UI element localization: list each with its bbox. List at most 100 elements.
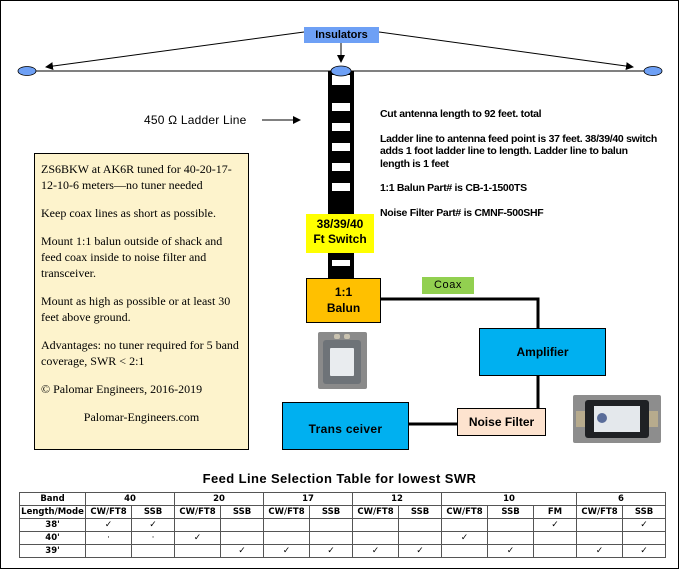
mode-header: CW/FT8 bbox=[441, 505, 488, 519]
table-cell bbox=[398, 518, 442, 532]
balun-label-line2: Balun bbox=[326, 301, 361, 315]
table-cell bbox=[533, 531, 577, 545]
mode-header: CW/FT8 bbox=[85, 505, 132, 519]
mode-header: SSB bbox=[309, 505, 353, 519]
table-row: 38'✓✓✓✓ bbox=[19, 518, 666, 532]
transceiver-box: Trans ceiver bbox=[282, 402, 409, 450]
switch-label-line2: Ft Switch bbox=[313, 232, 367, 246]
table-cell bbox=[441, 544, 488, 558]
balun-box: 1:1 Balun bbox=[306, 278, 381, 323]
table-cell bbox=[352, 518, 399, 532]
band-12-header: 12 bbox=[352, 492, 442, 506]
length-mode-header: Length/Mode bbox=[19, 505, 86, 519]
table-row: 40'··✓✓ bbox=[19, 531, 666, 545]
insulator-left bbox=[17, 66, 37, 76]
note-antenna-length: Cut antenna length to 92 feet. total bbox=[380, 108, 542, 120]
insulator-arrow-left bbox=[45, 31, 305, 71]
mode-header: CW/FT8 bbox=[352, 505, 399, 519]
note-balun-part: 1:1 Balun Part# is CB-1-1500TS bbox=[380, 182, 527, 194]
table-cell bbox=[487, 518, 534, 532]
table-cell bbox=[576, 518, 623, 532]
balun-label-line1: 1:1 bbox=[334, 285, 353, 299]
mode-header: CW/FT8 bbox=[576, 505, 623, 519]
amplifier-box: Amplifier bbox=[479, 328, 606, 376]
mode-header: SSB bbox=[131, 505, 175, 519]
table-title: Feed Line Selection Table for lowest SWR bbox=[202, 471, 477, 486]
mode-header: SSB bbox=[487, 505, 534, 519]
check-mark-cell: ✓ bbox=[352, 544, 399, 558]
band-17-header: 17 bbox=[263, 492, 353, 506]
info-paragraph: Keep coax lines as short as possible. bbox=[41, 206, 216, 220]
check-mark-cell: ✓ bbox=[85, 518, 132, 532]
check-mark-cell: ✓ bbox=[398, 544, 442, 558]
check-mark-cell: ✓ bbox=[174, 531, 221, 545]
table-cell bbox=[85, 544, 132, 558]
table-cell bbox=[576, 531, 623, 545]
insulators-label: Insulators bbox=[304, 27, 379, 43]
mode-header: CW/FT8 bbox=[263, 505, 310, 519]
mode-header: SSB bbox=[220, 505, 264, 519]
band-40-header: 40 bbox=[85, 492, 175, 506]
insulator-center bbox=[330, 65, 352, 77]
coax-balun-to-amplifier bbox=[381, 297, 540, 328]
check-mark-cell: ✓ bbox=[533, 518, 577, 532]
table-cell bbox=[263, 518, 310, 532]
mode-header: FM bbox=[533, 505, 577, 519]
check-mark-cell: ✓ bbox=[622, 518, 666, 532]
table-cell: · bbox=[131, 531, 175, 545]
table-row: 39'✓✓✓✓✓✓✓✓ bbox=[19, 544, 666, 558]
info-paragraph: Mount 1:1 balun outside of shack and fee… bbox=[41, 234, 223, 280]
table-cell bbox=[220, 531, 264, 545]
mode-header: CW/FT8 bbox=[174, 505, 221, 519]
band-20-header: 20 bbox=[174, 492, 264, 506]
length-cell: 39' bbox=[19, 544, 86, 558]
table-cell: · bbox=[85, 531, 132, 545]
check-mark-cell: ✓ bbox=[131, 518, 175, 532]
connector-icon bbox=[576, 411, 586, 427]
ladder-line-label: 450 Ω Ladder Line bbox=[144, 113, 247, 127]
check-mark-cell: ✓ bbox=[576, 544, 623, 558]
website-link[interactable]: Palomar-Engineers.com bbox=[83, 410, 200, 424]
noise-filter-photo bbox=[573, 395, 661, 443]
length-cell: 40' bbox=[19, 531, 86, 545]
length-cell: 38' bbox=[19, 518, 86, 532]
check-mark-cell: ✓ bbox=[622, 544, 666, 558]
check-mark-cell: ✓ bbox=[309, 544, 353, 558]
table-cell bbox=[398, 531, 442, 545]
info-paragraph: Advantages: no tuner required for 5 band… bbox=[41, 338, 239, 368]
table-cell bbox=[263, 531, 310, 545]
info-paragraph: ZS6BKW at AK6R tuned for 40-20-17-12-10-… bbox=[41, 162, 232, 192]
table-cell bbox=[352, 531, 399, 545]
table-cell bbox=[309, 531, 353, 545]
band-header: Band bbox=[19, 492, 86, 506]
installation-notes: Cut antenna length to 92 feet. total Lad… bbox=[380, 108, 660, 231]
mode-header: SSB bbox=[622, 505, 666, 519]
check-mark-cell: ✓ bbox=[220, 544, 264, 558]
table-cell bbox=[174, 544, 221, 558]
mode-header: SSB bbox=[398, 505, 442, 519]
balun-product-label bbox=[330, 348, 354, 376]
connector-icon bbox=[648, 411, 658, 427]
insulator-arrow-right bbox=[378, 31, 634, 71]
table-cell bbox=[174, 518, 221, 532]
band-6-header: 6 bbox=[576, 492, 666, 506]
note-ladder-length: Ladder line to antenna feed point is 37 … bbox=[380, 132, 657, 170]
length-switch: 38/39/40 Ft Switch bbox=[306, 214, 374, 253]
wing-nut-icon bbox=[334, 334, 340, 339]
table-cell bbox=[309, 518, 353, 532]
palomar-logo-icon bbox=[597, 413, 607, 423]
table-cell bbox=[131, 544, 175, 558]
copyright: © Palomar Engineers, 2016-2019 bbox=[41, 382, 203, 396]
check-mark-cell: ✓ bbox=[263, 544, 310, 558]
insulator-right bbox=[643, 66, 663, 76]
table-cell bbox=[533, 544, 577, 558]
table-cell bbox=[622, 531, 666, 545]
info-paragraph: Mount as high as possible or at least 30… bbox=[41, 294, 231, 324]
noise-filter-box: Noise Filter bbox=[457, 408, 546, 436]
note-noise-filter-part: Noise Filter Part# is CMNF-500SHF bbox=[380, 206, 544, 219]
coax-label: Coax bbox=[422, 277, 474, 294]
check-mark-cell: ✓ bbox=[441, 531, 488, 545]
info-box: ZS6BKW at AK6R tuned for 40-20-17-12-10-… bbox=[34, 153, 249, 450]
